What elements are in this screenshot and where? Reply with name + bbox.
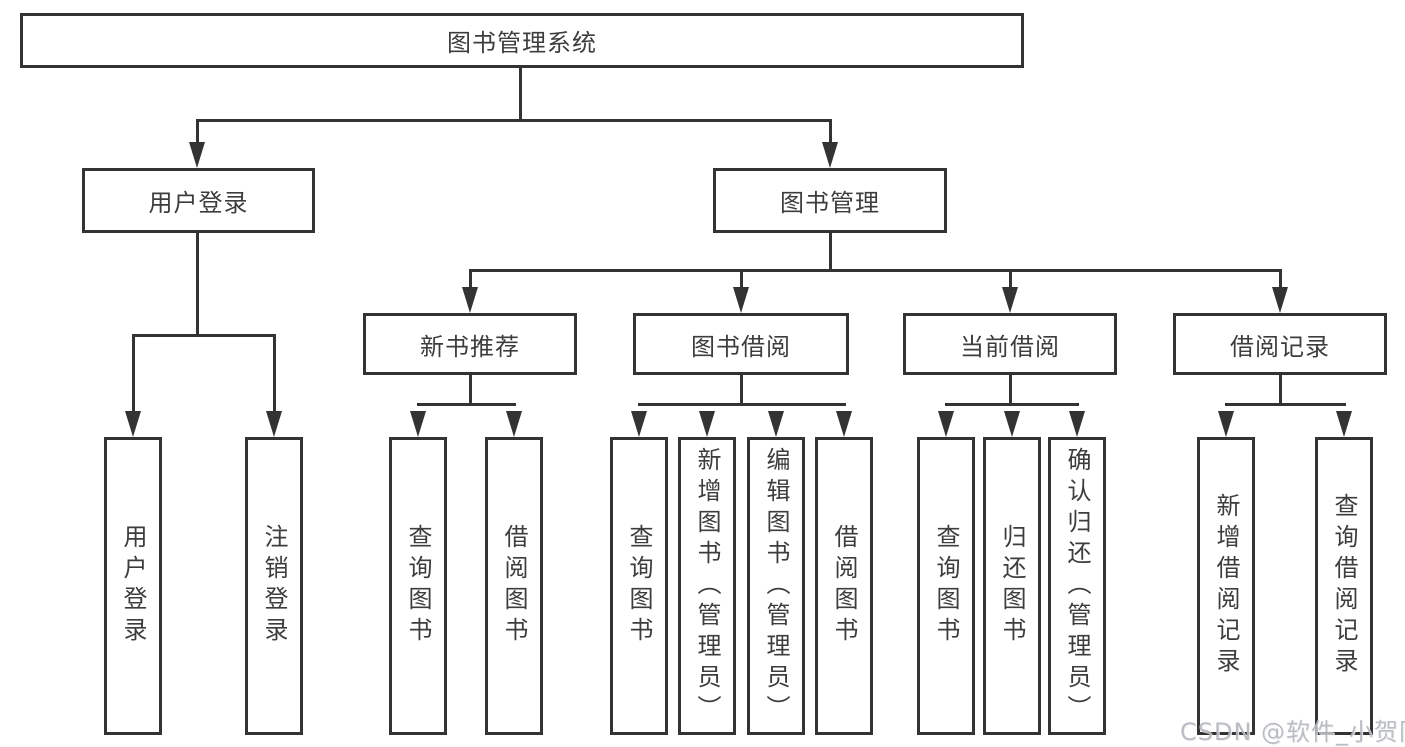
connector-line xyxy=(519,68,522,121)
connector-line xyxy=(469,269,1282,272)
arrowhead-icon xyxy=(1002,287,1018,313)
connector-line xyxy=(1009,375,1012,406)
arrowhead-icon xyxy=(1069,411,1085,437)
leaf-query-books-2-label: 查询图书 xyxy=(625,524,653,648)
node-book-borrow-box: 图书借阅 xyxy=(633,313,849,375)
leaf-query-borrow-record-label: 查询借阅记录 xyxy=(1330,493,1358,679)
connector-line xyxy=(273,334,276,414)
leaf-confirm-return-admin-box: 确认归还（管理员） xyxy=(1048,437,1106,735)
node-user-login-box: 用户登录 xyxy=(82,168,315,233)
connector-line xyxy=(469,375,472,406)
connector-line xyxy=(196,233,199,337)
node-current-borrow-box: 当前借阅 xyxy=(903,313,1117,375)
connector-line xyxy=(829,233,832,272)
node-new-book-recommend-label: 新书推荐 xyxy=(420,332,520,361)
arrowhead-icon xyxy=(266,411,282,437)
connector-line xyxy=(469,269,472,291)
node-book-borrow-label: 图书借阅 xyxy=(691,332,791,361)
arrowhead-icon xyxy=(189,142,205,168)
leaf-edit-books-admin-box: 编辑图书（管理员） xyxy=(747,437,805,735)
arrowhead-icon xyxy=(1218,411,1234,437)
connector-line xyxy=(196,119,832,122)
node-current-borrow-label: 当前借阅 xyxy=(960,332,1060,361)
connector-line xyxy=(196,119,199,147)
connector-line xyxy=(740,375,743,406)
node-borrow-record-box: 借阅记录 xyxy=(1173,313,1387,375)
leaf-user-login-label: 用户登录 xyxy=(119,524,147,648)
arrowhead-icon xyxy=(699,411,715,437)
connector-line xyxy=(1225,403,1346,406)
leaf-query-books-2-box: 查询图书 xyxy=(610,437,668,735)
connector-line xyxy=(638,403,846,406)
connector-line xyxy=(740,269,743,291)
leaf-borrow-books-2-box: 借阅图书 xyxy=(815,437,873,735)
leaf-query-books-1-label: 查询图书 xyxy=(404,524,432,648)
leaf-borrow-books-1-box: 借阅图书 xyxy=(485,437,543,735)
arrowhead-icon xyxy=(1272,287,1288,313)
leaf-add-books-admin-box: 新增图书（管理员） xyxy=(678,437,736,735)
leaf-edit-books-admin-label: 编辑图书（管理员） xyxy=(762,446,790,726)
node-user-login-label: 用户登录 xyxy=(148,189,249,217)
connector-line xyxy=(945,403,1079,406)
leaf-return-books-label: 归还图书 xyxy=(998,524,1026,648)
connector-line xyxy=(1009,269,1012,291)
leaf-query-borrow-record-box: 查询借阅记录 xyxy=(1315,437,1373,735)
node-book-management-box: 图书管理 xyxy=(713,168,947,233)
connector-line xyxy=(1279,269,1282,291)
root-node-box: 图书管理系统 xyxy=(20,13,1024,68)
arrowhead-icon xyxy=(1004,411,1020,437)
arrowhead-icon xyxy=(125,411,141,437)
arrowhead-icon xyxy=(631,411,647,437)
node-borrow-record-label: 借阅记录 xyxy=(1230,332,1330,361)
arrowhead-icon xyxy=(822,142,838,168)
connector-line xyxy=(829,119,832,147)
arrowhead-icon xyxy=(733,287,749,313)
leaf-return-books-box: 归还图书 xyxy=(983,437,1041,735)
leaf-query-books-3-box: 查询图书 xyxy=(917,437,975,735)
arrowhead-icon xyxy=(506,411,522,437)
arrowhead-icon xyxy=(768,411,784,437)
leaf-add-borrow-record-box: 新增借阅记录 xyxy=(1197,437,1255,735)
csdn-watermark: CSDN @软件_小贺同学 xyxy=(1180,718,1405,746)
leaf-confirm-return-admin-label: 确认归还（管理员） xyxy=(1063,446,1091,726)
leaf-query-books-1-box: 查询图书 xyxy=(389,437,447,735)
leaf-add-books-admin-label: 新增图书（管理员） xyxy=(693,446,721,726)
leaf-borrow-books-2-label: 借阅图书 xyxy=(830,524,858,648)
leaf-query-books-3-label: 查询图书 xyxy=(932,524,960,648)
connector-line xyxy=(417,403,516,406)
arrowhead-icon xyxy=(836,411,852,437)
arrowhead-icon xyxy=(462,287,478,313)
arrowhead-icon xyxy=(1336,411,1352,437)
leaf-add-borrow-record-label: 新增借阅记录 xyxy=(1212,493,1240,679)
node-book-management-label: 图书管理 xyxy=(780,189,880,217)
arrowhead-icon xyxy=(938,411,954,437)
connector-line xyxy=(1279,375,1282,406)
leaf-logout-box: 注销登录 xyxy=(245,437,303,735)
connector-line xyxy=(132,334,276,337)
connector-line xyxy=(132,334,135,414)
leaf-user-login-box: 用户登录 xyxy=(104,437,162,735)
node-new-book-recommend-box: 新书推荐 xyxy=(363,313,577,375)
leaf-logout-label: 注销登录 xyxy=(260,524,288,648)
root-node-label: 图书管理系统 xyxy=(447,29,597,57)
leaf-borrow-books-1-label: 借阅图书 xyxy=(500,524,528,648)
arrowhead-icon xyxy=(410,411,426,437)
